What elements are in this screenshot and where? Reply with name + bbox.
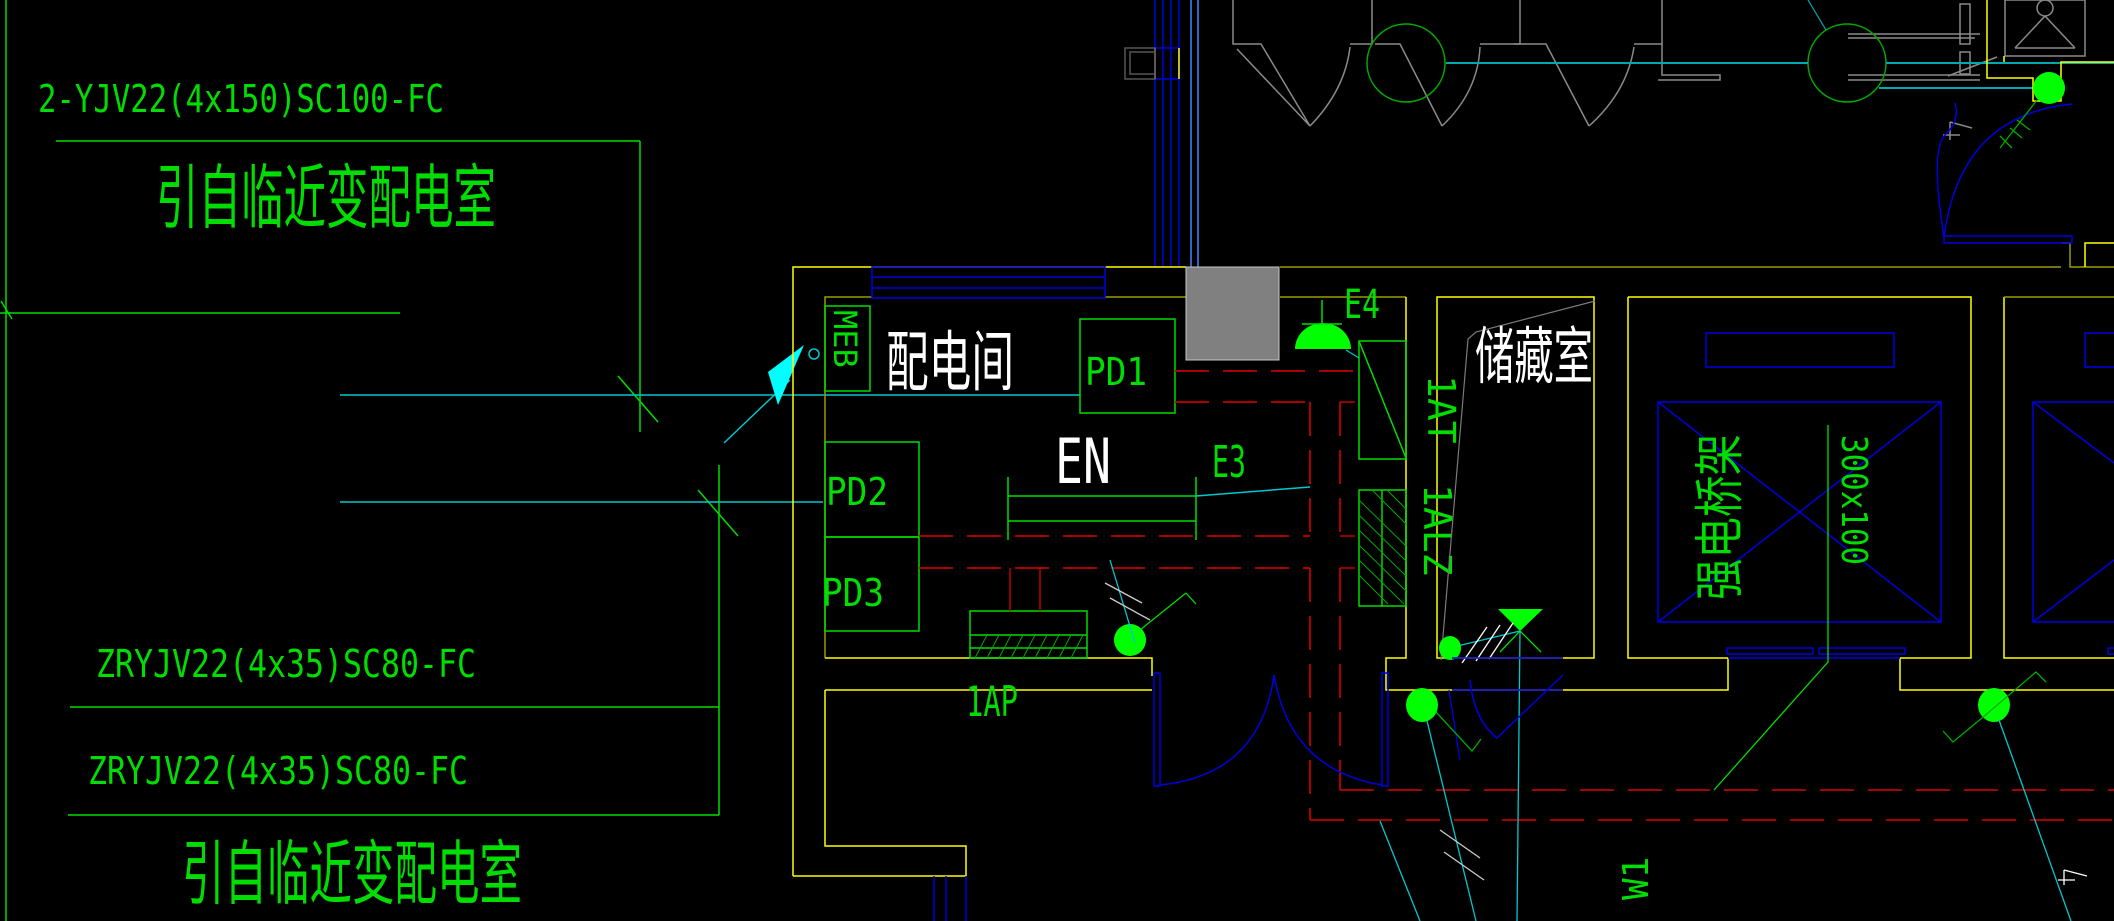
mid-cable-label-2: ZRYJV22(4x35)SC80-FC bbox=[88, 749, 468, 793]
corridor-light-2-icon bbox=[1978, 688, 2010, 722]
meb-point-icon bbox=[808, 348, 820, 360]
corridor-light-lines bbox=[1379, 711, 1485, 921]
cable-tray-label: 强电桥架 bbox=[1691, 434, 1749, 600]
meb-box[interactable]: MEB bbox=[824, 305, 871, 392]
right-wall-bits bbox=[2084, 242, 2114, 267]
cable-trench-risers bbox=[1009, 401, 1355, 611]
pd2-label: PD2 bbox=[826, 470, 888, 514]
vertical-shaft bbox=[1124, 0, 1199, 267]
wall-light-icon bbox=[2033, 72, 2065, 104]
leader-line bbox=[1440, 300, 1596, 661]
1at-label: 1AT bbox=[1419, 375, 1463, 444]
1alz-hatch bbox=[1358, 489, 1407, 605]
storage-light-icon bbox=[1439, 636, 1461, 660]
socket-triangle-icon bbox=[1498, 609, 1543, 631]
top-source-label: 引自临近变配电室 bbox=[156, 157, 496, 239]
pd1-label: PD1 bbox=[1085, 350, 1147, 394]
1at-panel[interactable] bbox=[1358, 340, 1407, 460]
w1-label: W1 bbox=[1616, 857, 1657, 900]
bottom-source-label: 引自临近变配电室 bbox=[182, 833, 522, 915]
storage-room-label: 储藏室 bbox=[1475, 320, 1593, 393]
e3-label: E3 bbox=[1212, 437, 1246, 488]
e4-wall-light-icon bbox=[1295, 323, 1351, 349]
storage-door bbox=[1452, 657, 1564, 739]
cable-tray-riser bbox=[1713, 425, 1829, 791]
left-cable-lines bbox=[0, 0, 739, 921]
double-door bbox=[1153, 672, 1389, 787]
pd1-panel[interactable]: PD1 bbox=[1079, 318, 1176, 414]
1at-feeder bbox=[1345, 349, 1360, 359]
top-cable-label: 2-YJV22(4x150)SC100-FC bbox=[38, 77, 444, 121]
e4-label: E4 bbox=[1344, 282, 1380, 328]
1ap-label: 1AP bbox=[966, 677, 1018, 726]
pd2-panel[interactable]: PD2 bbox=[824, 441, 920, 538]
1ap-hatch bbox=[974, 634, 1084, 659]
cable-trench bbox=[919, 370, 2114, 821]
meb-label: MEB bbox=[826, 310, 864, 368]
en-busbar[interactable] bbox=[1007, 477, 1197, 540]
washroom-door bbox=[1936, 102, 2073, 244]
corridor-light-2-lines bbox=[1942, 671, 2088, 921]
structural-column bbox=[1185, 266, 1280, 361]
toilet-stalls bbox=[1232, 0, 2086, 140]
door-light-icon bbox=[1114, 624, 1146, 656]
door-switch-lines bbox=[1104, 559, 1197, 644]
cable-tray-room bbox=[1657, 332, 2114, 659]
washroom-circuit bbox=[1446, 0, 2114, 89]
pd3-label: PD3 bbox=[822, 571, 884, 615]
e3-feeder bbox=[1195, 486, 1311, 497]
corridor-light-icon bbox=[1406, 688, 1438, 722]
mid-cable-label-1: ZRYJV22(4x35)SC80-FC bbox=[96, 642, 476, 686]
distribution-room-label: 配电间 bbox=[886, 324, 1014, 401]
meb-arrow-icon bbox=[768, 345, 804, 405]
wall-window bbox=[871, 266, 1106, 921]
pd3-panel[interactable]: PD3 bbox=[822, 536, 920, 632]
1alz-panel[interactable] bbox=[1358, 489, 1407, 607]
storage-socket-lines bbox=[1448, 622, 1542, 921]
cable-tray-size: 300x100 bbox=[1833, 435, 1874, 565]
en-label: EN bbox=[1055, 425, 1111, 498]
switch-symbol bbox=[1999, 99, 2038, 149]
